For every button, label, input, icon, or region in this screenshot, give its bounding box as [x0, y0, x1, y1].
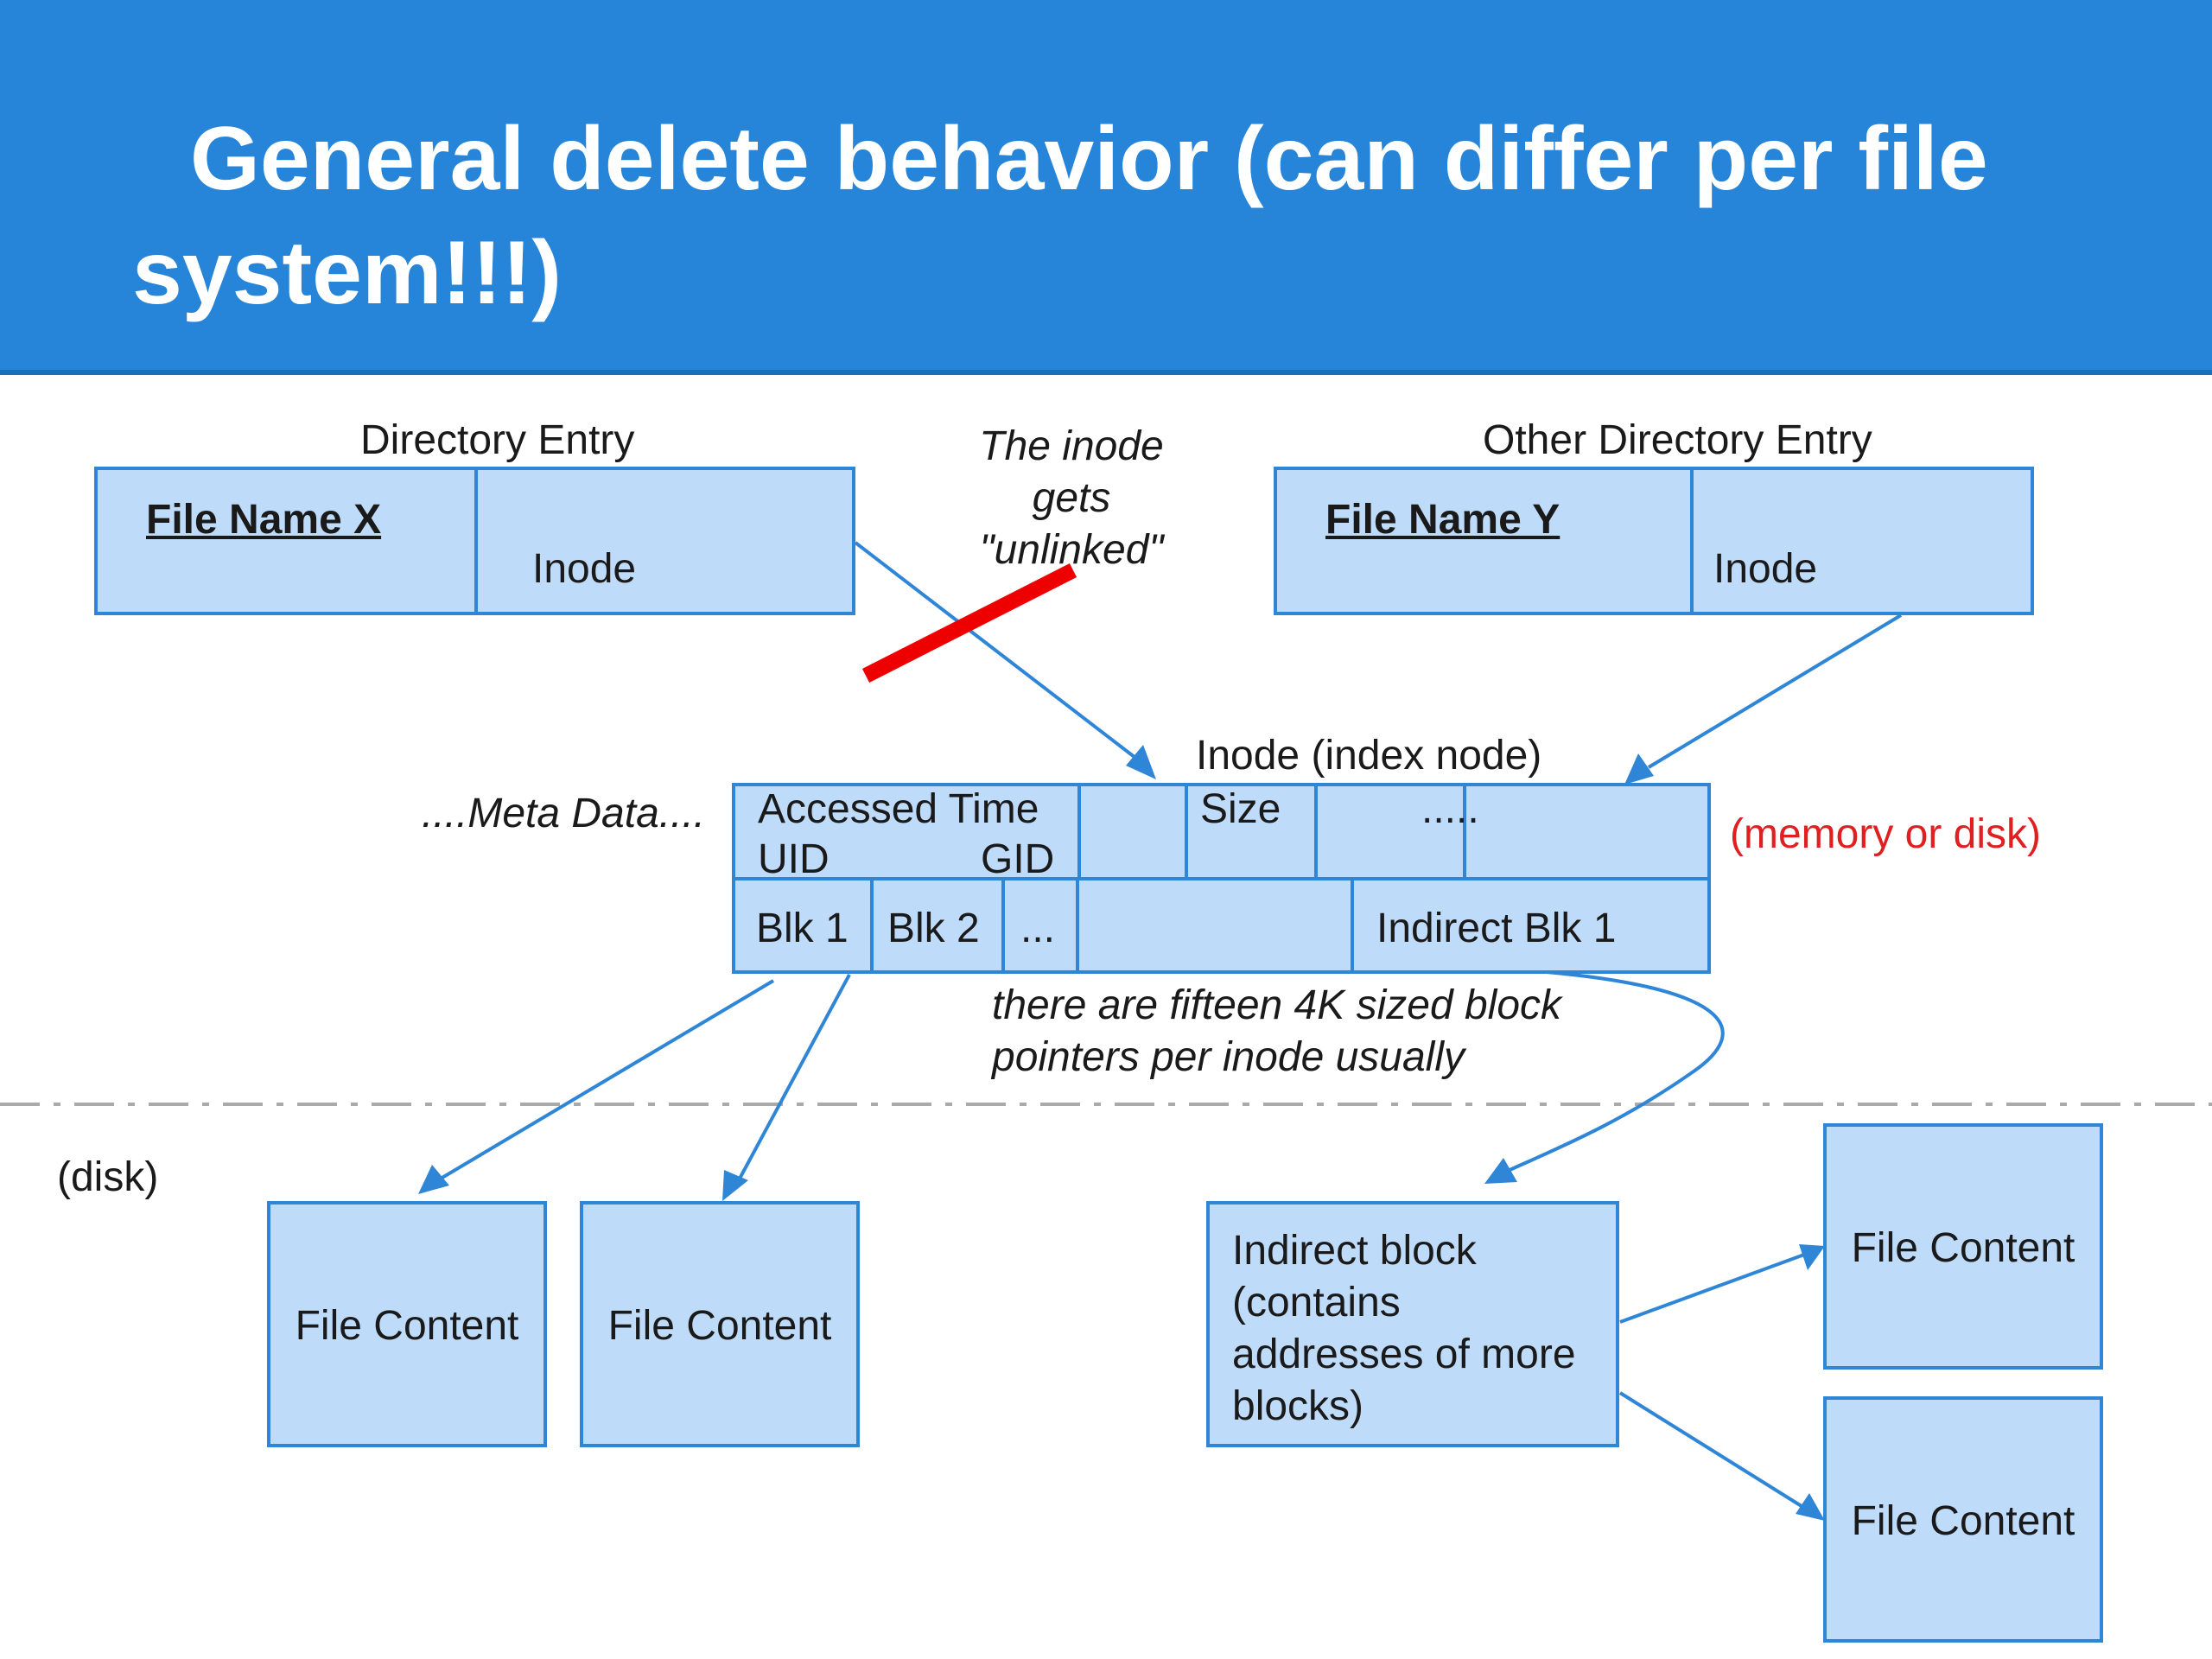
inode-divider-3: [1314, 786, 1318, 877]
inode-divider-4: [1463, 786, 1466, 877]
accessed-time-field: Accessed Time: [758, 786, 1039, 832]
blk-2-field: Blk 2: [887, 906, 980, 951]
arrow-inode-x-to-inode: [854, 541, 1141, 762]
inode-table: Accessed Time UID GID Size ..... Blk 1 B…: [732, 783, 1711, 974]
directory-entry: File Name X Inode: [94, 467, 855, 615]
inode-x: Inode: [532, 546, 637, 592]
file-content-block-4: File Content: [1823, 1396, 2103, 1643]
size-field: Size: [1200, 786, 1281, 832]
pointer-note: there are fifteen 4K sized block pointer…: [992, 980, 1561, 1084]
file-content-label-3: File Content: [1851, 1225, 2075, 1271]
arrowhead-1: [1126, 745, 1156, 779]
indirect-blk-field: Indirect Blk 1: [1376, 906, 1617, 951]
inode-label: Inode (index node): [1196, 733, 1542, 779]
indirect-block-line-3: addresses of more: [1232, 1332, 1576, 1377]
inode-divider-1: [1077, 786, 1081, 877]
uid-field: UID: [758, 836, 830, 882]
indirect-block-text: Indirect block (contains addresses of mo…: [1232, 1225, 1576, 1433]
title-line-1: General delete behavior (can differ per …: [190, 109, 1988, 209]
unlinked-note-line-1: The inode: [979, 423, 1164, 469]
inode-divider-2: [1185, 786, 1188, 877]
inode-divider-6: [1001, 877, 1005, 974]
file-content-label-2: File Content: [607, 1303, 832, 1349]
indirect-block-line-2: (contains: [1232, 1280, 1401, 1325]
file-name-x: File Name X: [146, 497, 382, 543]
pointer-note-line-2: pointers per inode usually: [992, 1034, 1465, 1080]
inode-row-divider: [735, 877, 1707, 880]
other-directory-entry-divider: [1690, 470, 1694, 612]
other-directory-entry-label: Other Directory Entry: [1483, 417, 1872, 463]
arrow-blk1-to-content: [439, 979, 775, 1180]
inode-divider-7: [1076, 877, 1079, 974]
indirect-block-line-4: blocks): [1232, 1383, 1364, 1429]
arrow-indirect-to-block: [1507, 970, 1725, 1173]
file-content-block-2: File Content: [580, 1201, 860, 1447]
gid-field: GID: [981, 836, 1055, 882]
indirect-block-line-1: Indirect block: [1232, 1228, 1477, 1274]
unlinked-note: The inode gets "unlinked": [950, 421, 1192, 576]
directory-entry-label: Directory Entry: [360, 417, 635, 463]
arrowhead-3: [418, 1165, 449, 1194]
file-content-block-1: File Content: [267, 1201, 547, 1447]
arrowhead-4: [722, 1170, 748, 1201]
pointer-note-line-1: there are fifteen 4K sized block: [992, 982, 1562, 1028]
inode-y: Inode: [1713, 546, 1818, 592]
unlinked-note-line-2: gets: [1032, 475, 1111, 521]
disk-label: (disk): [57, 1154, 159, 1200]
arrow-blk2-to-content: [738, 974, 851, 1179]
page-title: General delete behavior (can differ per …: [0, 102, 2212, 330]
arrow-inode-y-to-inode: [1647, 613, 1903, 769]
arrowhead-5: [1484, 1158, 1517, 1184]
blk-1-field: Blk 1: [756, 906, 849, 951]
file-name-y: File Name Y: [1325, 497, 1560, 543]
file-content-label-1: File Content: [295, 1303, 519, 1349]
memory-or-disk-note: (memory or disk): [1730, 811, 2042, 857]
other-directory-entry: File Name Y Inode: [1274, 467, 2034, 615]
arrow-indirect-to-content-2: [1618, 1391, 1806, 1510]
arrowhead-7: [1796, 1493, 1825, 1521]
file-content-label-4: File Content: [1851, 1498, 2075, 1544]
title-line-2: system!!!): [132, 223, 562, 323]
unlinked-note-line-3: "unlinked": [979, 527, 1164, 573]
directory-entry-divider: [474, 470, 478, 612]
inode-divider-5: [870, 877, 874, 974]
more-fields: .....: [1421, 786, 1479, 832]
blk-ellipsis-field: ...: [1020, 906, 1056, 951]
meta-data-label: ....Meta Data....: [422, 791, 706, 836]
title-bar: [0, 0, 2212, 375]
arrow-indirect-to-content-1: [1619, 1253, 1805, 1324]
indirect-block: Indirect block (contains addresses of mo…: [1206, 1201, 1619, 1447]
unlink-strike: [861, 563, 1077, 683]
arrowhead-6: [1799, 1244, 1825, 1270]
file-content-block-3: File Content: [1823, 1123, 2103, 1370]
inode-divider-8: [1351, 877, 1354, 974]
arrowhead-2: [1624, 753, 1654, 785]
